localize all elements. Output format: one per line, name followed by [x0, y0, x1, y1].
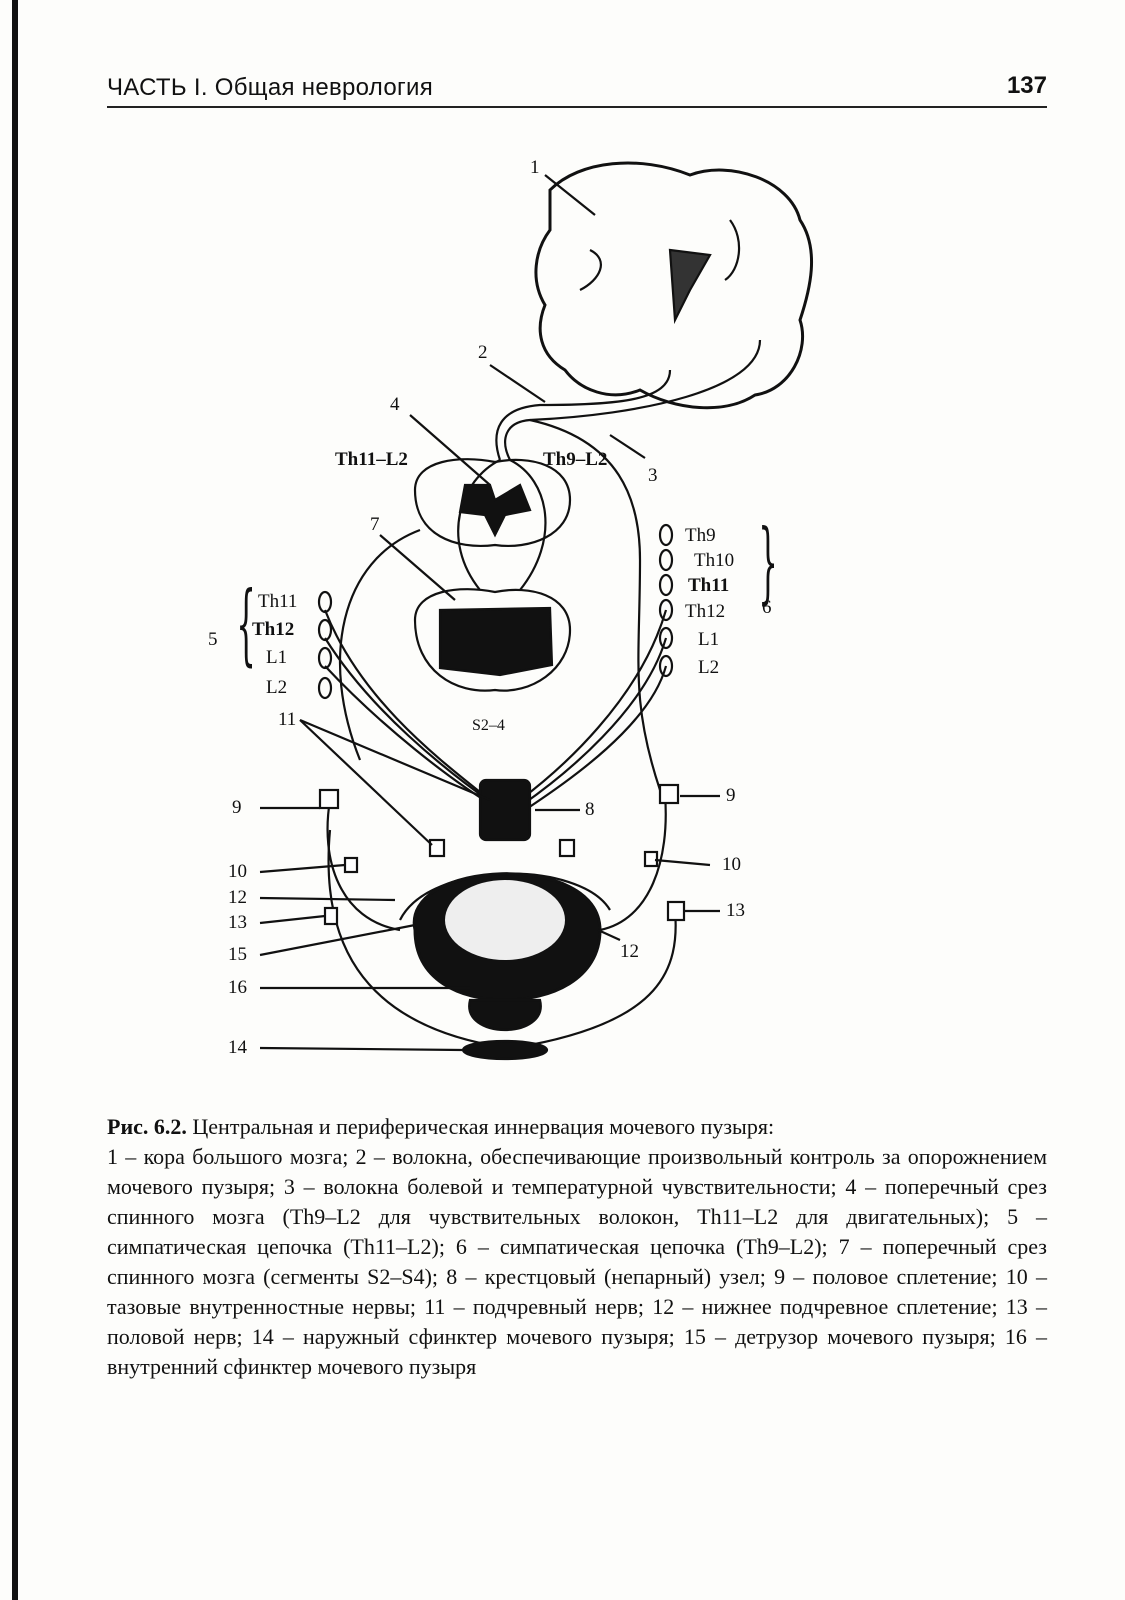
innervation-diagram: 1 2 3 4 5 6 7 8 9 9 10 10 11 12 12 13 13…	[200, 140, 820, 1100]
label-12-left: 12	[228, 888, 247, 907]
label-9-left: 9	[232, 798, 242, 817]
label-7: 7	[370, 515, 380, 534]
label-3: 3	[648, 466, 658, 485]
label-motor-range: Th11–L2	[335, 450, 408, 469]
page-edge-bar	[12, 0, 18, 1600]
right-chain-l1: L1	[698, 630, 719, 649]
label-10-left: 10	[228, 862, 247, 881]
page-number: 137	[1007, 72, 1047, 100]
label-10-right: 10	[722, 855, 741, 874]
right-chain-th9: Th9	[685, 526, 716, 545]
right-chain-th10: Th10	[694, 551, 734, 570]
left-chain-th11: Th11	[258, 592, 297, 611]
left-chain-l1: L1	[266, 648, 287, 667]
left-chain-l2: L2	[266, 678, 287, 697]
right-chain-l2: L2	[698, 658, 719, 677]
label-12-right: 12	[620, 942, 639, 961]
label-16: 16	[228, 978, 247, 997]
figure-caption: Рис. 6.2. Центральная и периферическая и…	[107, 1112, 1047, 1382]
label-8: 8	[585, 800, 595, 819]
left-chain-th12: Th12	[252, 620, 294, 639]
right-chain-th12: Th12	[685, 602, 725, 621]
right-brace: }	[758, 518, 778, 606]
voluntary-fibers	[496, 370, 670, 460]
label-15: 15	[228, 945, 247, 964]
label-9-right: 9	[726, 786, 736, 805]
caption-title: Центральная и периферическая иннервация …	[192, 1114, 774, 1139]
internal-sphincter	[469, 1000, 541, 1030]
external-sphincter	[463, 1041, 547, 1059]
label-13-left: 13	[228, 913, 247, 932]
label-1: 1	[530, 158, 540, 177]
right-chain-th11: Th11	[688, 576, 729, 595]
label-sensory-range: Th9–L2	[543, 450, 607, 469]
figure-number: Рис. 6.2.	[107, 1114, 187, 1139]
caption-heading: Рис. 6.2. Центральная и периферическая и…	[107, 1112, 1047, 1142]
brain-ventricle	[670, 250, 710, 320]
label-sacral: S2–4	[472, 718, 505, 734]
label-5: 5	[208, 630, 218, 649]
label-2: 2	[478, 343, 488, 362]
label-14: 14	[228, 1038, 247, 1057]
label-11: 11	[278, 710, 296, 729]
label-13-right: 13	[726, 901, 745, 920]
label-4: 4	[390, 395, 400, 414]
running-header: ЧАСТЬ I. Общая неврология 137	[107, 70, 1047, 108]
caption-legend: 1 – кора большого мозга; 2 – волокна, об…	[107, 1142, 1047, 1382]
header-title: ЧАСТЬ I. Общая неврология	[107, 74, 433, 102]
sacral-ganglion	[480, 780, 530, 840]
